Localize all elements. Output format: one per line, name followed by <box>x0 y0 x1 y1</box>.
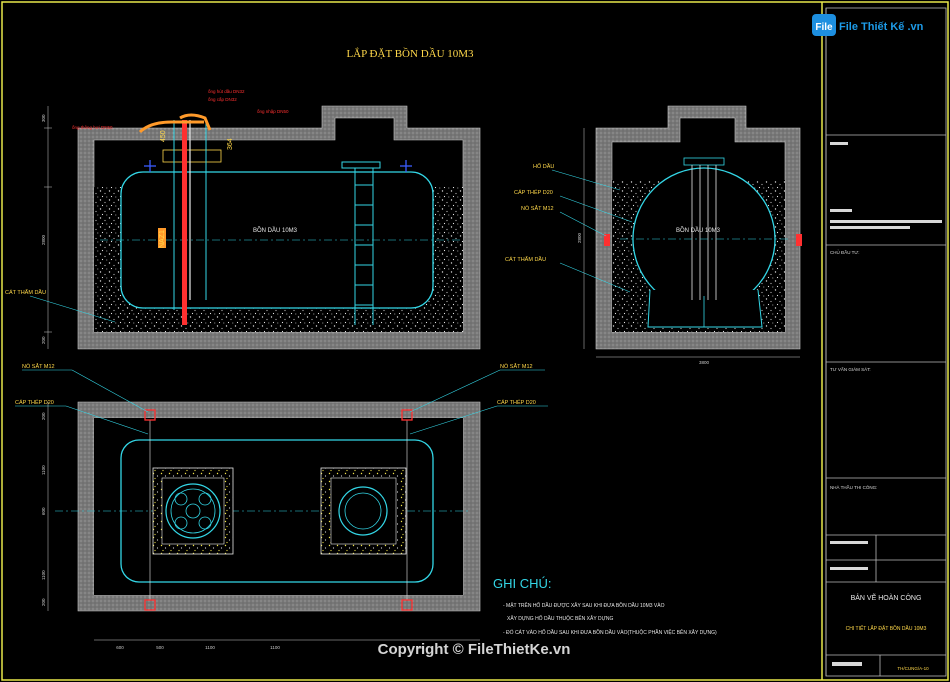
plan-bolt-left-label: NÒ SẮT M12 <box>22 362 55 370</box>
end-bolt-markers <box>604 234 802 246</box>
title-block <box>825 7 947 677</box>
side-pipe-label-4: ống thông hơi DN50 <box>72 125 113 130</box>
notes: GHI CHÚ: - MẶT TRÊN HỐ DẦU ĐƯỢC XÂY SAU … <box>493 576 717 636</box>
end-width-dim: 3800 <box>699 360 710 365</box>
notes-line-1: - MẶT TRÊN HỐ DẦU ĐƯỢC XÂY SAU KHI ĐƯA B… <box>503 601 665 609</box>
side-pipe-label-3: ống nhập DN50 <box>257 109 289 114</box>
side-dim-1: 450 <box>160 130 167 142</box>
side-dim-top: 300 <box>41 114 46 122</box>
end-height-dim: 2800 <box>577 232 582 243</box>
notes-line-2: XÂY DỰNG HỐ DẦU THUỘC BÊN XÂY DỰNG <box>507 614 613 622</box>
end-sand-label: CÁT THẤM DẦU <box>505 256 546 263</box>
side-ladder <box>341 161 381 325</box>
drawing-type: BẢN VẼ HOÀN CÔNG <box>851 593 922 602</box>
end-view: BỒN DẦU 10M3 HỐ DẦU CÁP THÉP D20 NÒ SẮT … <box>505 105 802 365</box>
end-tank-saddle <box>647 289 763 328</box>
plan-bolt-right-label: NÒ SẮT M12 <box>500 362 533 370</box>
plan-left-dim-3: 600 <box>41 507 46 515</box>
logo-badge: File <box>815 22 833 33</box>
end-bolt-label: NÒ SẮT M12 <box>521 204 554 212</box>
plan-bolt-markers <box>144 409 413 611</box>
drawing-code: TH/CUNG/A-10 <box>897 666 929 671</box>
drawing-title: LẮP ĐẶT BỒN DẦU 10M3 <box>346 47 474 60</box>
logo-text: File Thiết Kế .vn <box>839 21 924 33</box>
side-sand-leader <box>29 295 116 323</box>
side-sand-label: CÁT THẤM DẦU <box>5 289 46 296</box>
title-block-fillers <box>830 142 942 666</box>
plan-left-dim-1: 200 <box>41 412 46 420</box>
notes-heading: GHI CHÚ: <box>493 576 552 591</box>
side-tank-label: BỒN DẦU 10M3 <box>253 227 298 234</box>
site-logo: File File Thiết Kế .vn <box>812 14 924 36</box>
consultant-label: TƯ VẤN GIÁM SÁT: <box>830 366 871 372</box>
plan-left-dim-5: 200 <box>41 598 46 606</box>
side-dim-2: 364 <box>227 138 234 150</box>
plan-view: NÒ SẮT M12 CÁP THÉP D20 NÒ SẮT M12 CÁP T… <box>15 362 548 650</box>
plan-bottom-dim-5: 500 <box>416 645 424 650</box>
contractor-label: NHÀ THẦU THI CÔNG: <box>830 484 877 490</box>
plan-left-dim-4: 1100 <box>41 570 46 580</box>
side-dim-bottom: 200 <box>41 336 46 344</box>
side-pipe-tag: NAZ1 <box>159 230 166 248</box>
plan-bottom-dim-3: 1100 <box>205 645 215 650</box>
plan-bottom-dim-2: 500 <box>156 645 164 650</box>
copyright-watermark: Copyright © FileThietKe.vn <box>378 641 571 658</box>
owner-label: CHỦ ĐẦU TƯ: <box>830 249 860 255</box>
notes-line-3: - ĐỔ CÁT VÀO HỐ DẦU SAU KHI ĐƯA BỒN DẦU … <box>503 628 717 636</box>
end-cable-label: CÁP THÉP D20 <box>514 189 553 196</box>
plan-bottom-dim-1: 600 <box>116 645 124 650</box>
end-tank-label: BỒN DẦU 10M3 <box>676 227 721 234</box>
side-vent-markers <box>144 160 412 172</box>
plan-left-dim-2: 1100 <box>41 465 46 475</box>
side-pipe-label-2: ống cấp DN32 <box>208 97 237 102</box>
plan-cable-left-label: CÁP THÉP D20 <box>15 399 54 406</box>
side-pipes: NAZ1 450 364 <box>138 113 234 325</box>
plan-cable-right-label: CÁP THÉP D20 <box>497 399 536 406</box>
end-pit-label: HỐ DẦU <box>533 163 554 170</box>
plan-bottom-dim-4: 1100 <box>270 645 280 650</box>
drawing-name: CHI TIẾT LẮP ĐẶT BỒN DẦU 10M3 <box>846 624 927 632</box>
side-pipe-label-1: ống hút dầu DN32 <box>208 89 245 94</box>
side-view: BỒN DẦU 10M3 NAZ1 450 364 <box>5 89 481 350</box>
side-dim-height: 2800 <box>41 234 46 245</box>
